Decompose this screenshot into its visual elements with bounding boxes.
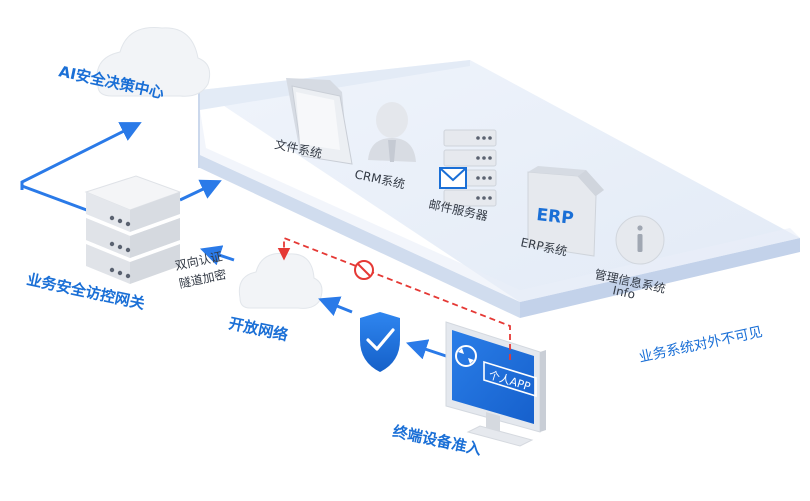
terminal-monitor-icon [445, 321, 546, 447]
shield-check-icon [360, 312, 400, 372]
mail-server-icon [439, 129, 497, 207]
info-icon [615, 215, 665, 265]
terminal-access-label: 终端设备准入 [391, 422, 483, 458]
arrow-to-systems [179, 179, 222, 202]
system-label-info-line2: Info [611, 283, 636, 301]
open-network-label: 开放网络 [227, 314, 289, 344]
erp-box-icon: ERP [527, 166, 604, 257]
blocked-icon [354, 260, 374, 280]
erp-icon-text: ERP [535, 205, 574, 229]
arrow-to-ai-center [20, 122, 142, 190]
user-icon [368, 102, 416, 162]
ai-cloud-icon [96, 27, 211, 97]
arrow-gateway-base [21, 184, 93, 214]
blocked-path-line [277, 236, 511, 360]
arrow-to-gateway [200, 245, 235, 266]
arrow-to-shield [406, 339, 447, 360]
arrow-to-open-network [318, 296, 353, 316]
open-network-cloud-icon [238, 252, 323, 309]
gateway-server-icon [84, 175, 182, 284]
folder-icon [286, 78, 353, 165]
invisible-label: 业务系统对外不可见 [638, 324, 765, 366]
